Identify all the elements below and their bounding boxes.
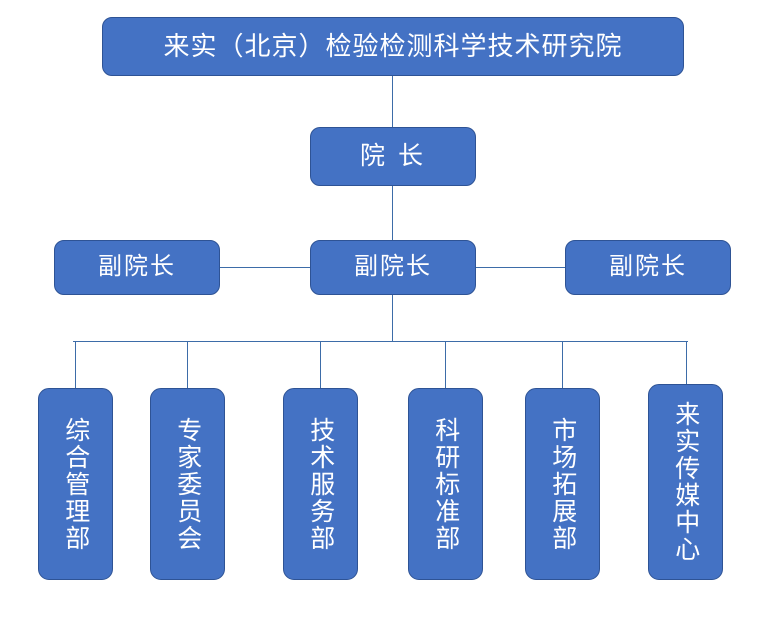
department-label: 综合管理部: [61, 416, 90, 552]
connector-root-to-director: [392, 76, 393, 127]
department-label: 技术服务部: [306, 416, 335, 552]
connector-deputy-to-bus: [392, 295, 393, 341]
department-label: 来实传媒中心: [671, 401, 700, 563]
node-deputy-director-left[interactable]: 副院长: [54, 240, 220, 295]
node-institute-root[interactable]: 来实（北京）检验检测科学技术研究院: [102, 17, 684, 76]
connector-bus-to-dept-5: [686, 341, 687, 384]
node-department-general-management[interactable]: 综合管理部: [38, 388, 113, 580]
node-department-technical-service[interactable]: 技术服务部: [283, 388, 358, 580]
node-department-market-development[interactable]: 市场拓展部: [525, 388, 600, 580]
node-department-expert-committee[interactable]: 专家委员会: [150, 388, 225, 580]
connector-department-bus: [73, 341, 688, 342]
node-deputy-director-right[interactable]: 副院长: [565, 240, 731, 295]
connector-bus-to-dept-0: [75, 341, 76, 388]
node-department-laishi-media-center[interactable]: 来实传媒中心: [648, 384, 723, 580]
department-label: 市场拓展部: [548, 416, 577, 552]
node-director[interactable]: 院 长: [310, 127, 476, 186]
connector-deputy-center-to-left: [220, 267, 310, 268]
node-deputy-director-center[interactable]: 副院长: [310, 240, 476, 295]
connector-bus-to-dept-1: [187, 341, 188, 388]
connector-director-to-deputy: [392, 186, 393, 240]
connector-bus-to-dept-3: [445, 341, 446, 388]
department-label: 科研标准部: [431, 416, 460, 552]
connector-deputy-center-to-right: [476, 267, 565, 268]
department-label: 专家委员会: [173, 416, 202, 552]
node-department-research-standards[interactable]: 科研标准部: [408, 388, 483, 580]
connector-bus-to-dept-4: [562, 341, 563, 388]
connector-bus-to-dept-2: [320, 341, 321, 388]
